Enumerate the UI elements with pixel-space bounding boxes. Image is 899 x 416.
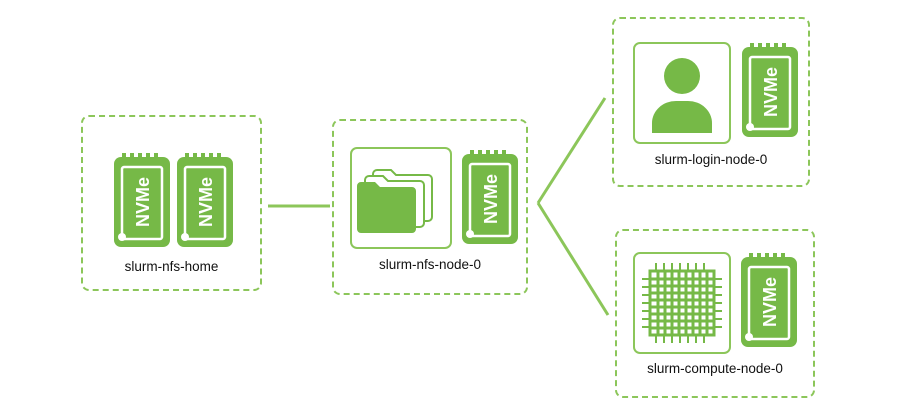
folder-stack-icon [350,147,452,249]
svg-text:NVMe: NVMe [133,177,153,227]
node-slurm-login-node-0[interactable]: NVMe slurm-login-node-0 [612,17,810,187]
node-slurm-nfs-home[interactable]: NVMe NVMe slurm-nfs-home [81,115,262,291]
processor-chip-icon [633,252,731,354]
node-slurm-compute-node-0[interactable]: NVMe slurm-compute-node-0 [615,229,815,398]
node-label: slurm-nfs-home [124,259,219,274]
node-slurm-nfs-node-0[interactable]: NVMe slurm-nfs-node-0 [332,119,528,295]
nvme-drive-icon: NVMe [114,153,170,247]
node-label: slurm-compute-node-0 [647,361,783,376]
svg-text:NVMe: NVMe [481,174,501,224]
connector-nfs-to-login [536,97,607,204]
nvme-drive-icon: NVMe [462,150,518,244]
node-label: slurm-nfs-node-0 [378,257,482,272]
connector-nfs-to-compute [536,202,610,316]
nvme-drive-icon: NVMe [177,153,233,247]
node-label: slurm-login-node-0 [654,152,768,167]
svg-text:NVMe: NVMe [196,177,216,227]
nvme-drive-icon: NVMe [741,253,797,347]
svg-text:NVMe: NVMe [761,67,781,117]
nvme-drive-icon: NVMe [742,43,798,137]
svg-text:NVMe: NVMe [760,277,780,327]
user-icon [633,42,731,144]
